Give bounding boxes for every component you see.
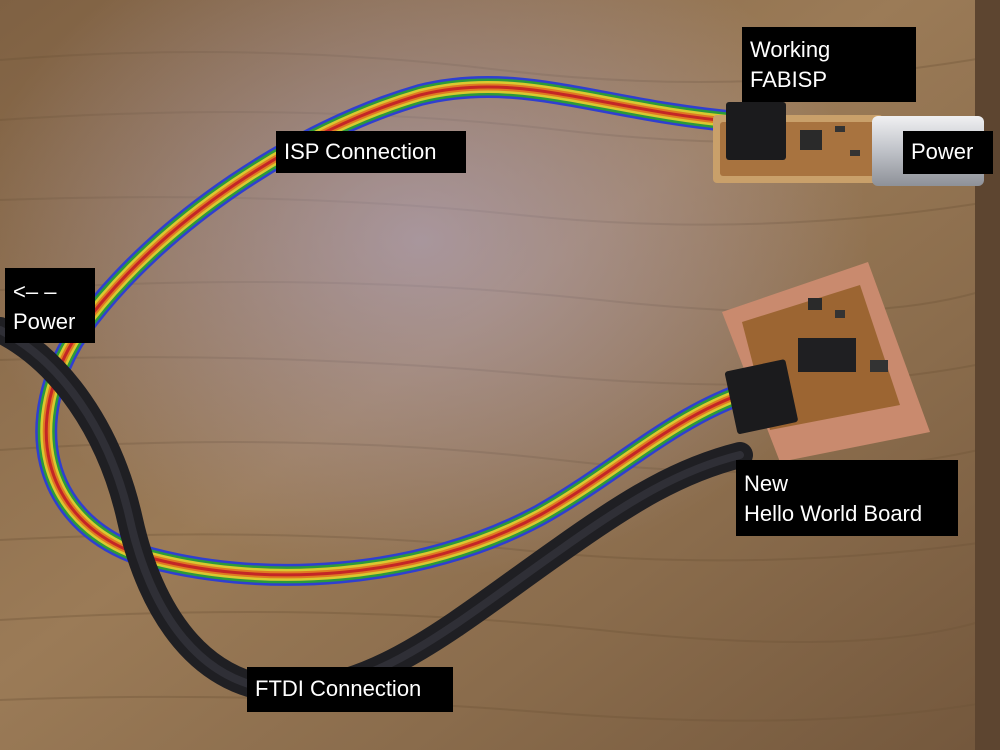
table-edge: [975, 0, 1000, 750]
isp-header-top: [726, 102, 786, 160]
label-power-right: Power: [903, 131, 993, 174]
isp-ribbon-cable: [35, 75, 771, 586]
isp-header-bottom: [724, 359, 798, 434]
label-new-hello-world-board: New Hello World Board: [736, 460, 958, 536]
label-working-fabisp: Working FABISP: [742, 27, 916, 102]
label-ftdi-connection: FTDI Connection: [247, 667, 453, 712]
label-isp-connection: ISP Connection: [276, 131, 466, 173]
label-power-left: <– – Power: [5, 268, 95, 343]
